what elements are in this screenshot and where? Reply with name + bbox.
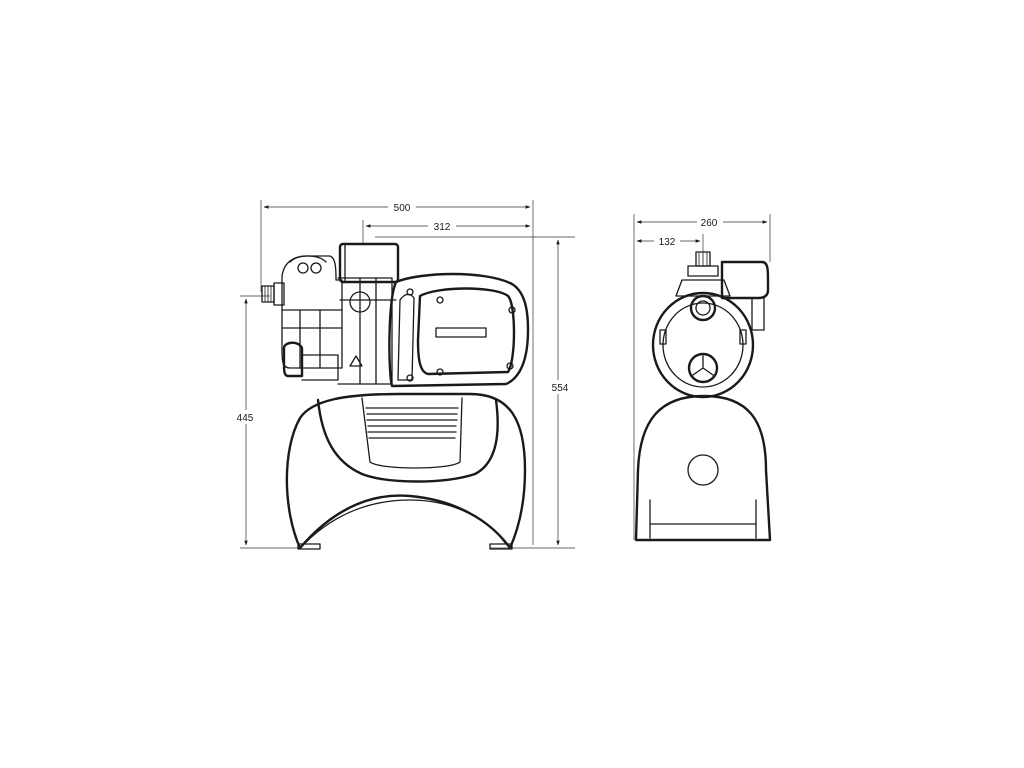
dimension-side-offset: 132 [636,234,701,248]
side-view: 260 132 [633,214,772,542]
control-unit [339,272,530,388]
dim-label-260: 260 [701,218,718,229]
tank-base [285,392,527,550]
dimension-height-total: 554 [548,239,570,546]
inlet-fitting [261,282,285,306]
base-front-cover [316,397,499,483]
side-base [634,394,772,542]
front-view: 500 312 554 445 [234,200,575,550]
dim-label-554: 554 [552,383,569,394]
terminal-box [338,242,400,284]
pump-body [261,255,393,385]
dim-label-500: 500 [394,203,411,214]
dimension-side-width: 260 [636,215,768,229]
dimension-width-offset: 312 [365,219,531,233]
side-pump-head [651,279,755,399]
vent-slots [365,407,459,439]
dimension-height-base: 445 [234,298,256,546]
dim-label-132: 132 [659,237,676,248]
side-outlet-fitting [687,251,719,277]
dimension-width-total: 500 [263,200,531,214]
side-terminal-box [720,260,770,331]
dim-label-445: 445 [237,413,254,424]
dim-label-312: 312 [434,222,451,233]
